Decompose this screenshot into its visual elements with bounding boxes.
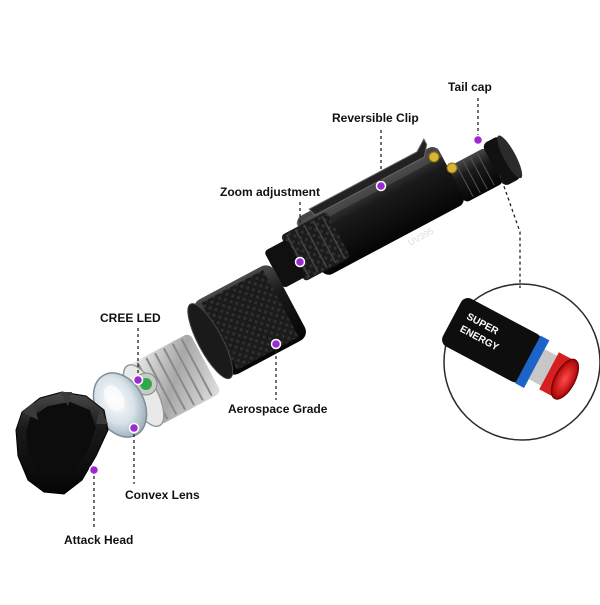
- marker-tail-cap: [472, 134, 484, 146]
- label-cree-led: CREE LED: [100, 311, 161, 325]
- marker-convex-lens: [128, 422, 140, 434]
- gold-screw: [428, 151, 440, 163]
- silver-reflector: [122, 334, 220, 428]
- marker-reversible-clip: [375, 180, 387, 192]
- leader-lines: [93, 98, 521, 528]
- tail-cap: [448, 135, 523, 202]
- battery-body: [442, 298, 542, 383]
- marker-aerospace: [270, 338, 282, 350]
- body-tube: [265, 138, 464, 288]
- label-convex-lens: Convex Lens: [125, 488, 200, 502]
- label-aerospace-grade: Aerospace Grade: [228, 402, 328, 416]
- attack-head: [15, 391, 109, 495]
- label-attack-head: Attack Head: [64, 533, 134, 547]
- label-reversible-clip: Reversible Clip: [332, 111, 419, 125]
- marker-attack-head: [88, 464, 100, 476]
- label-tail-cap: Tail cap: [448, 80, 492, 94]
- marker-zoom: [294, 256, 306, 268]
- red-tail-button: [550, 358, 580, 400]
- marker-cree-led: [132, 374, 144, 386]
- leader-inset: [499, 174, 521, 288]
- gold-screw: [446, 162, 458, 174]
- convex-lens: [92, 372, 148, 438]
- label-zoom-adjustment: Zoom adjustment: [220, 185, 321, 199]
- markers: [88, 134, 484, 476]
- battery-inset: SUPER ENERGY: [442, 283, 600, 441]
